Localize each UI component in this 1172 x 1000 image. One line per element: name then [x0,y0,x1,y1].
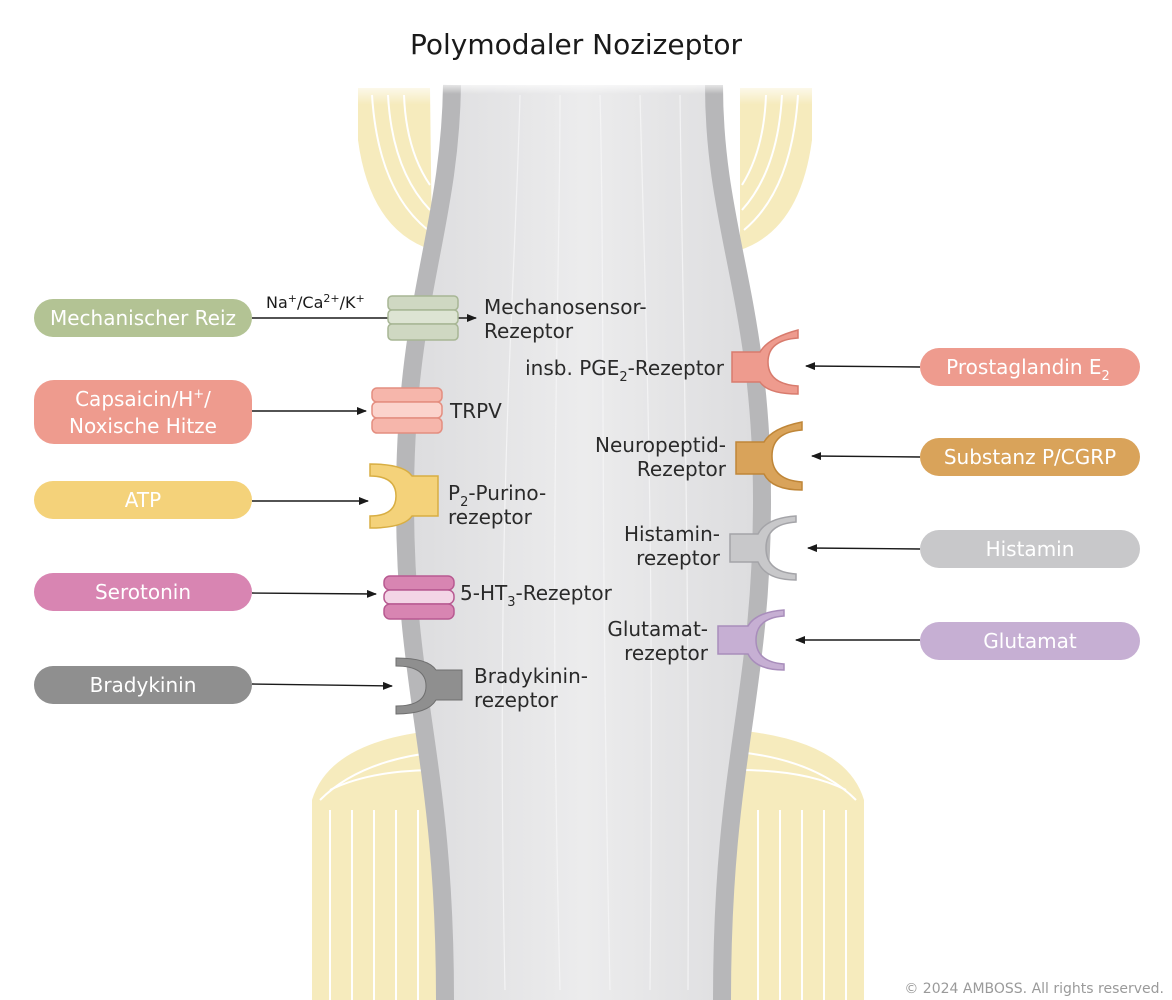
arrow-bradykinin [251,681,393,690]
stimulus-atp-label: ATP [125,488,161,512]
neuropeptide-receptor-icon [735,421,803,491]
diagram-title: Polymodaler Nozizeptor [410,28,742,61]
mechanosensor-label-line1: Mechanosensor- [484,295,647,319]
neuropeptide-receptor-label-line2: Rezeptor [637,457,727,481]
stimulus-glutamate: Glutamat [920,622,1140,660]
arrow-substance-p [811,452,921,461]
stimulus-mechanical-label: Mechanischer Reiz [50,306,236,330]
stimulus-substance-p: Substanz P/CGRP [920,438,1140,476]
stimulus-histamine: Histamin [920,530,1140,568]
stimulus-substance-p-label: Substanz P/CGRP [944,445,1116,469]
arrow-serotonin [251,589,377,598]
histamine-receptor-label-line2: rezeptor [636,546,721,570]
glutamate-receptor-label-line1: Glutamat- [607,617,708,641]
glutamate-receptor-icon [717,609,785,671]
myelin-sheath-bottom [312,730,864,1000]
mechanosensor-label-line2: Rezeptor [484,319,574,343]
p2-purinoreceptor-label-line2: rezeptor [448,505,533,529]
bradykinin-receptor-label-line2: rezeptor [474,688,559,712]
5ht3-receptor-label: 5-HT3-Rezeptor [460,581,613,610]
5ht3-channel-icon [383,575,455,620]
nerve-fiber [395,80,772,1000]
bradykinin-receptor-label-line1: Bradykinin- [474,664,588,688]
bradykinin-receptor-icon [395,657,463,715]
glutamate-receptor-label-line2: rezeptor [624,641,709,665]
stimulus-histamine-label: Histamin [986,537,1075,561]
trpv-label: TRPV [449,399,502,423]
stimulus-atp: ATP [34,481,252,519]
p2-purinoreceptor-icon [369,463,439,529]
neuropeptide-receptor-label-line1: Neuropeptid- [595,433,726,457]
stimulus-serotonin-label: Serotonin [95,580,191,604]
stimulus-bradykinin-label: Bradykinin [90,673,197,697]
arrow-histamine [807,544,921,553]
arrow-prostaglandin [805,362,921,371]
ion-flux-label: Na+/Ca2+/K+ [266,292,365,312]
stimulus-prostaglandin: Prostaglandin E2 [920,348,1140,386]
stimulus-mechanical: Mechanischer Reiz [34,299,252,337]
stimulus-prostaglandin-label: Prostaglandin E2 [946,355,1110,384]
trpv-channel-icon [371,387,443,434]
stimulus-capsaicin-line1: Capsaicin/H+/ [75,387,211,411]
p2-purinoreceptor-label-line1: P2-Purino- [448,481,546,510]
mechanosensor-channel-icon [387,295,459,341]
stimulus-glutamate-label: Glutamat [983,629,1077,653]
stimulus-serotonin: Serotonin [34,573,252,611]
stimulus-capsaicin-line2: Noxische Hitze [69,414,217,438]
pge2-receptor-label: insb. PGE2-Rezeptor [525,356,725,385]
stimulus-bradykinin: Bradykinin [34,666,252,704]
pge2-receptor-icon [731,329,799,395]
copyright-notice: © 2024 AMBOSS. All rights reserved. [904,981,1164,997]
stimulus-capsaicin: Capsaicin/H+/ Noxische Hitze [34,380,252,444]
histamine-receptor-label-line1: Histamin- [624,522,720,546]
histamine-receptor-icon [729,515,797,581]
